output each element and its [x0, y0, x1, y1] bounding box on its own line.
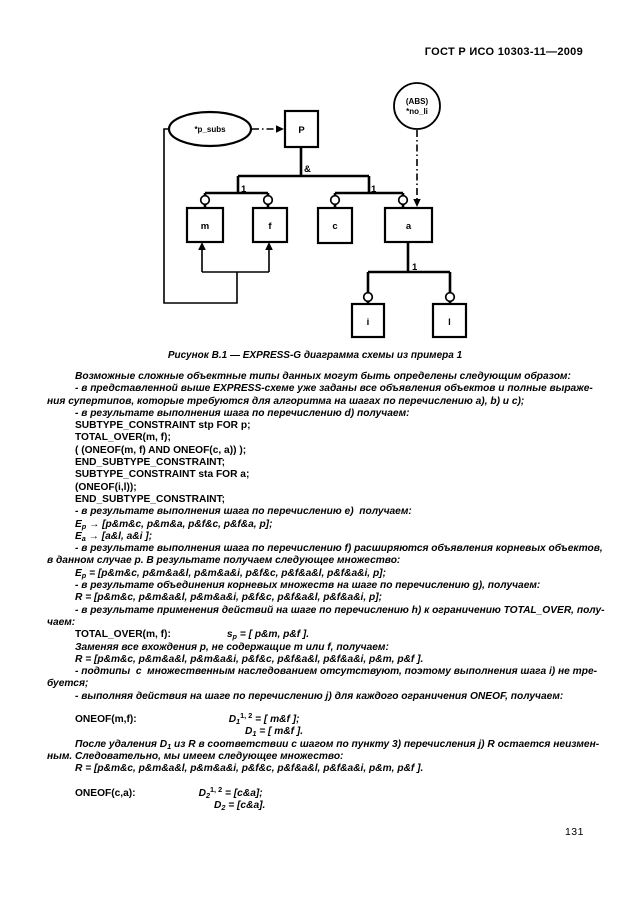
text-line: - в представленной выше EXPRESS-схеме уж… — [75, 383, 593, 395]
text-line: R = [p&m&c, p&m&a&l, p&m&a&i, p&f&c, p&f… — [75, 653, 424, 665]
subtype-circle-f — [262, 194, 274, 206]
subtype-circle-l — [444, 291, 456, 303]
text-line: - в результате выполнения шага по перечи… — [75, 506, 412, 518]
supertype-loop-line — [163, 128, 270, 304]
subtype-tree-lower — [366, 242, 452, 304]
text-line: ( (ONEOF(m, f) AND ONEOF(c, a)) ); — [75, 444, 247, 456]
text-line: - подтипы с множественным наследованием … — [75, 666, 598, 678]
entity-box-c — [316, 206, 354, 245]
text-line: ния супертипов, которые требуются для ал… — [47, 395, 525, 407]
text-line: ным. Следовательно, мы имеем следующее м… — [47, 750, 344, 762]
text-line: После удаления D1 из R в соответствии с … — [75, 738, 600, 751]
entity-box-p — [283, 109, 320, 149]
text-line: ONEOF(m,f):D11, 2 = [ m&f ]; — [75, 711, 300, 727]
subtype-circle-i — [362, 291, 374, 303]
entity-label-l: l — [448, 317, 451, 328]
entity-box-a — [383, 206, 434, 244]
entity-label-p: P — [298, 125, 305, 136]
text-line: чаем: — [47, 616, 76, 628]
text-line: END_SUBTYPE_CONSTRAINT; — [75, 493, 226, 505]
oneof-edge-label-bottom: 1 — [412, 262, 418, 273]
abs-annotation-line2: *no_li — [406, 107, 428, 116]
subtype-circle-m — [199, 194, 211, 206]
text-line: Ea → [a&l, a&i ]; — [75, 530, 153, 543]
text-line: TOTAL_OVER(m, f):sp = [ p&m, p&f ]. — [75, 629, 310, 642]
expressg-diagram: *p_subs (ABS) *no_li P m f c a i l & 1 1… — [163, 82, 468, 339]
entity-box-f — [251, 206, 289, 244]
page-number: 131 — [564, 826, 584, 838]
text-line: R = [p&m&c, p&m&a&l, p&m&a&i, p&f&c, p&f… — [75, 763, 424, 775]
text-line: - в результате применения действий на ша… — [75, 604, 605, 616]
text-line: SUBTYPE_CONSTRAINT sta FOR a; — [75, 469, 250, 481]
figure-caption: Рисунок В.1 — EXPRESS-G диаграмма схемы … — [167, 350, 463, 361]
text-line: Заменяя все вхождения p, не содержащие m… — [75, 641, 389, 653]
arrowhead-into-m — [198, 242, 206, 250]
and-edge-label: & — [304, 164, 311, 175]
arrowhead-into-p — [276, 125, 284, 133]
text-line: ONEOF(c,a):D21, 2 = [c&a]; — [75, 784, 263, 800]
text-line: END_SUBTYPE_CONSTRAINT; — [75, 457, 226, 469]
constraint-oval — [167, 110, 253, 148]
text-line: - в результате выполнения шага по перечи… — [75, 543, 603, 555]
entity-box-i — [350, 302, 386, 339]
document-header: ГОСТ Р ИСО 10303-11—2009 — [424, 46, 583, 58]
text-line: TOTAL_OVER(m, f); — [75, 432, 171, 444]
subtype-circle-c — [329, 194, 341, 206]
text-line: D2 = [c&a]. — [214, 799, 266, 812]
entity-box-m — [185, 206, 225, 244]
text-line: D1 = [ m&f ]. — [245, 726, 304, 739]
abs-annotation-circle — [393, 82, 441, 130]
subtype-tree-upper — [203, 147, 405, 208]
text-line: в данном случае p. В результате получаем… — [47, 555, 401, 567]
text-line: - в результате выполнения шага по перечи… — [75, 407, 410, 419]
entity-box-l — [431, 302, 468, 339]
body-text: Возможные сложные объектные типы данных … — [47, 371, 605, 812]
arrowhead-into-f — [265, 242, 273, 250]
text-line: Ep → [p&m&c, p&m&a, p&f&c, p&f&a, p]; — [75, 518, 273, 531]
oneof-edge-label-right: 1 — [371, 184, 377, 195]
subtype-circle-a — [397, 194, 409, 206]
constraint-oval-label: *p_subs — [194, 125, 226, 134]
arrowhead-into-a — [413, 199, 421, 207]
abs-annotation-line1: (ABS) — [406, 97, 429, 106]
entity-label-c: c — [332, 221, 337, 232]
text-line: - выполняя действия на шаге по перечисле… — [75, 690, 564, 702]
text-line: Возможные сложные объектные типы данных … — [75, 371, 571, 382]
text-line: R = [p&m&c, p&m&a&l, p&m&a&i, p&f&c, p&f… — [75, 592, 383, 604]
entity-label-i: i — [367, 317, 370, 328]
entity-label-f: f — [268, 221, 272, 232]
text-line: Ep = [p&m&c, p&m&a&l, p&m&a&i, p&f&c, p&… — [75, 567, 386, 580]
entity-label-m: m — [201, 221, 209, 232]
text-line: (ONEOF(i,l)); — [75, 481, 137, 493]
oneof-edge-label-left: 1 — [241, 184, 247, 195]
entity-label-a: a — [406, 221, 412, 232]
text-line: буется; — [47, 678, 89, 690]
text-line: SUBTYPE_CONSTRAINT stp FOR p; — [75, 420, 251, 432]
text-line: - в результате объединения корневых множ… — [75, 580, 541, 592]
